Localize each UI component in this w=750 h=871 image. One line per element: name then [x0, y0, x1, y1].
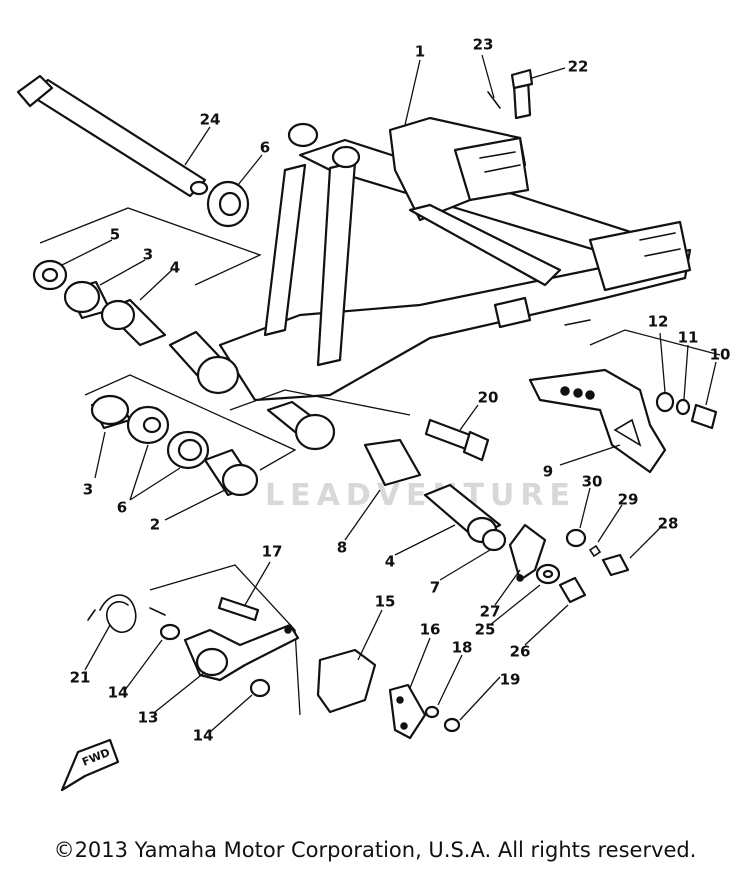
right-hardware-stack: [489, 487, 661, 646]
callout-c22: 22: [568, 58, 589, 76]
callout-c9: 9: [543, 463, 553, 481]
callout-c15: 15: [375, 593, 396, 611]
callout-c20: 20: [478, 389, 499, 407]
callout-c29: 29: [618, 491, 639, 509]
callout-c12: 12: [648, 313, 669, 331]
callout-c3a: 3: [143, 246, 153, 264]
callout-c6a: 6: [260, 139, 270, 157]
callout-numbers: 1233445667891011121314141516171819202122…: [70, 36, 731, 745]
left-bushing-stack: [32, 207, 262, 395]
right-pivot-stack: [229, 389, 507, 581]
pivot-shaft: [16, 74, 211, 198]
callout-c27: 27: [480, 603, 501, 621]
callout-c21: 21: [70, 669, 91, 687]
callout-c17: 17: [262, 543, 283, 561]
callout-c4a: 4: [170, 259, 180, 277]
copyright-notice: ©2013 Yamaha Motor Corporation, U.S.A. A…: [53, 838, 697, 862]
top-bolt-and-pin: [481, 54, 566, 120]
callout-c30: 30: [582, 473, 603, 491]
bearing-top: [206, 154, 263, 228]
callout-c8: 8: [337, 539, 347, 557]
exploded-parts-diagram: LEADVENTURE: [16, 36, 731, 792]
callout-c13: 13: [138, 709, 159, 727]
cover-and-plate: [316, 609, 501, 740]
callout-c2: 2: [150, 516, 160, 534]
lower-left-bushing-stack: [84, 374, 297, 521]
callout-c19: 19: [500, 671, 521, 689]
callout-c26: 26: [510, 643, 531, 661]
callout-c25: 25: [475, 621, 496, 639]
callout-c24: 24: [200, 111, 221, 129]
callout-c5: 5: [110, 226, 120, 244]
callout-c10: 10: [710, 346, 731, 364]
callout-c1: 1: [415, 43, 425, 61]
callout-c14a: 14: [108, 684, 129, 702]
callout-c16: 16: [420, 621, 441, 639]
callout-c3b: 3: [83, 481, 93, 499]
callout-c6b: 6: [117, 499, 127, 517]
callout-c23: 23: [473, 36, 494, 54]
callout-c14b: 14: [193, 727, 214, 745]
footrest-bracket: [528, 329, 721, 474]
swingarm-frame: [218, 59, 692, 402]
callout-c7: 7: [430, 579, 440, 597]
watermark: LEADVENTURE: [265, 478, 576, 513]
callout-c18: 18: [452, 639, 473, 657]
forward-arrow-icon: FWD: [60, 738, 120, 792]
callout-c28: 28: [658, 515, 679, 533]
callout-c11: 11: [678, 329, 699, 347]
callout-c4b: 4: [385, 553, 395, 571]
brake-pedal-assembly: [84, 561, 301, 733]
